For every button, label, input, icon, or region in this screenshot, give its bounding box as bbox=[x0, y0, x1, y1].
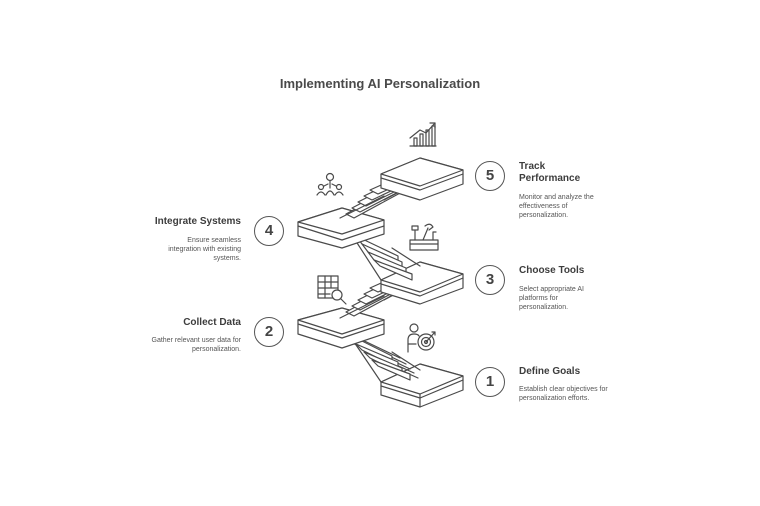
target-person-icon bbox=[407, 323, 436, 353]
step-3-number: 3 bbox=[475, 265, 505, 295]
diagram-title: Implementing AI Personalization bbox=[279, 76, 481, 91]
spreadsheet-search-icon bbox=[317, 275, 347, 305]
stairs-4-to-3 bbox=[349, 231, 421, 281]
landing-5 bbox=[380, 157, 464, 201]
step-3-description: Select appropriate AI platforms for pers… bbox=[519, 286, 584, 311]
step-2-number: 2 bbox=[254, 317, 284, 347]
landing-2 bbox=[297, 307, 385, 349]
step-2-label: Collect Data bbox=[183, 317, 241, 328]
growth-chart-icon bbox=[409, 122, 437, 147]
step-5-number: 5 bbox=[475, 161, 505, 191]
step-1-label: Define Goals bbox=[519, 366, 581, 377]
step-2-description: Gather relevant user data for personaliz… bbox=[151, 337, 242, 353]
step-5-label: Track Performance bbox=[519, 161, 581, 184]
stairs-2-to-1 bbox=[339, 329, 421, 383]
landing-4 bbox=[297, 207, 385, 249]
step-1-number: 1 bbox=[475, 367, 505, 397]
step-3-label: Choose Tools bbox=[519, 265, 585, 276]
network-people-icon bbox=[316, 172, 344, 196]
step-5-description: Monitor and analyze the effectiveness of… bbox=[519, 194, 594, 219]
step-4-number: 4 bbox=[254, 216, 284, 246]
step-4-description: Ensure seamless integration with existin… bbox=[168, 237, 241, 262]
step-4-label: Integrate Systems bbox=[154, 216, 241, 227]
toolbox-icon bbox=[409, 223, 439, 251]
step-1-description: Establish clear objectives for personali… bbox=[519, 386, 608, 402]
